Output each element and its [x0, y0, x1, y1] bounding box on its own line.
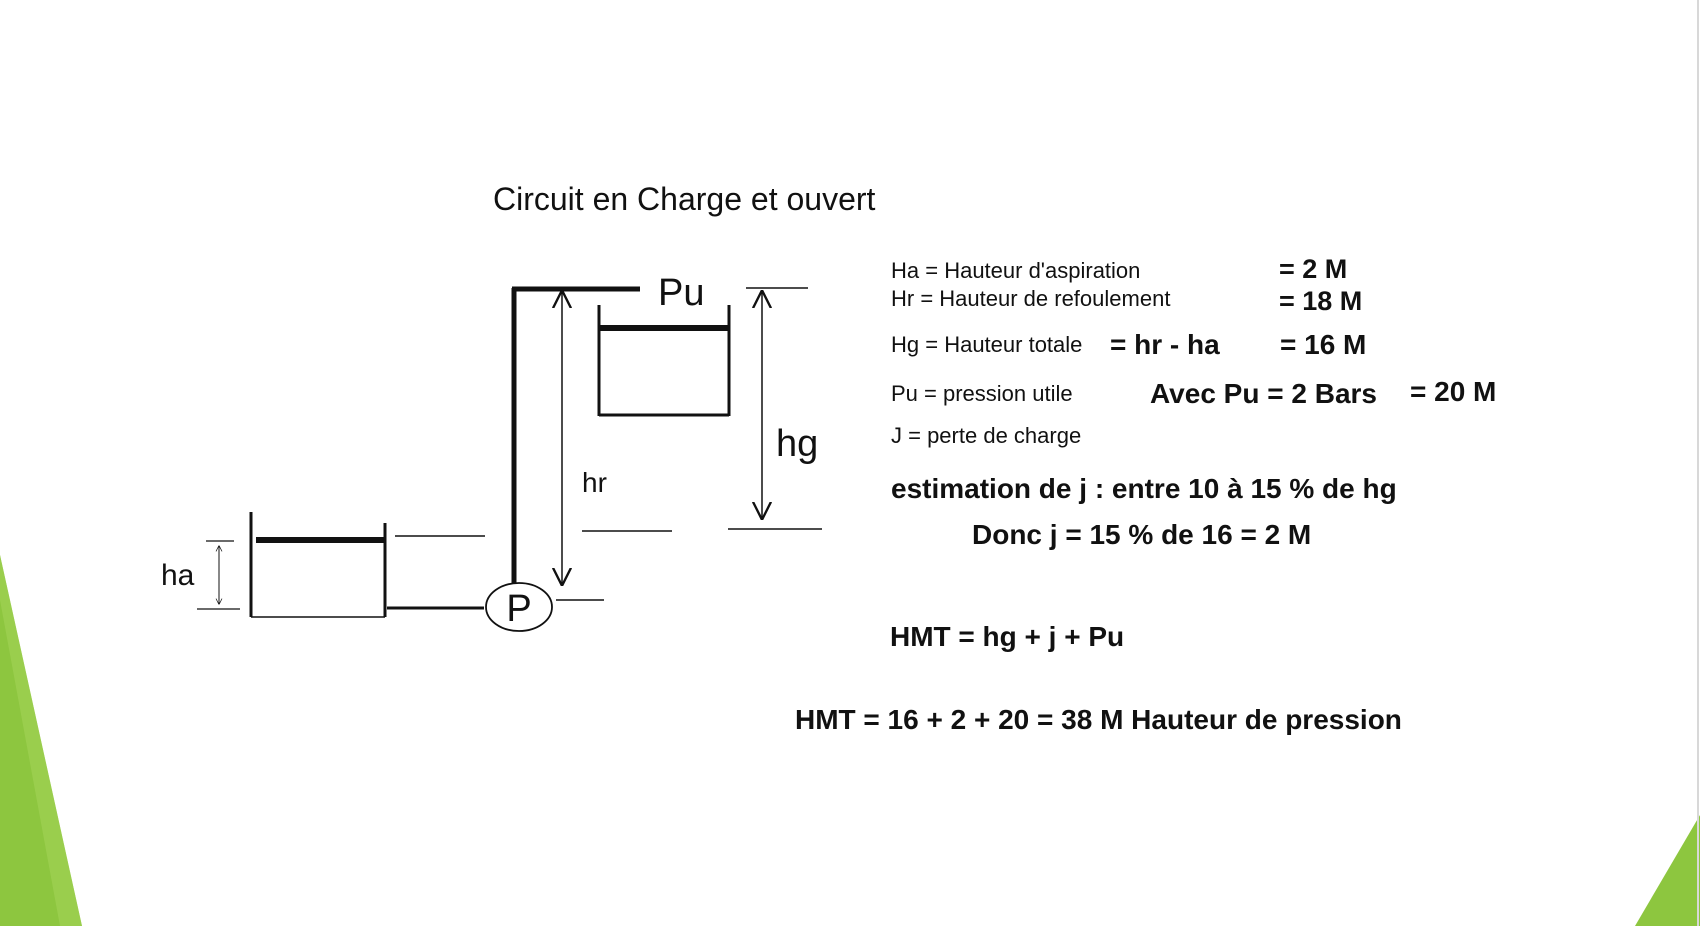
left-green-triangle-shade — [0, 555, 82, 926]
def-pu-formula: Avec Pu = 2 Bars — [1150, 378, 1377, 409]
pump-body — [485, 582, 553, 632]
def-ha-value: = 2 M — [1279, 254, 1348, 284]
hr-label: hr — [582, 467, 607, 498]
def-hr-label: Hr = Hauteur de refoulement — [891, 286, 1171, 311]
def-ha-label: Ha = Hauteur d'aspiration — [891, 258, 1141, 283]
donc-line: Donc j = 15 % de 16 = 2 M — [972, 519, 1312, 550]
ha-label: ha — [161, 559, 195, 592]
def-j-label: J = perte de charge — [891, 423, 1082, 448]
def-hg-label: Hg = Hauteur totale — [891, 332, 1083, 357]
ha-dimension — [197, 540, 240, 610]
pump-label: P — [506, 588, 531, 630]
def-pu-value: = 20 M — [1410, 376, 1497, 407]
def-hg-formula: = hr - ha — [1110, 329, 1220, 360]
page-title: Circuit en Charge et ouvert — [493, 181, 876, 217]
hmt-result: HMT = 16 + 2 + 20 = 38 M Hauteur de pres… — [795, 704, 1402, 735]
hmt-formula: HMT = hg + j + Pu — [890, 621, 1125, 652]
def-hr-value: = 18 M — [1279, 286, 1363, 316]
discharge-pipe — [511, 286, 640, 583]
pu-label: Pu — [658, 272, 704, 314]
pump: P — [485, 582, 553, 632]
right-green-triangle — [1635, 815, 1700, 926]
estimation-line: estimation de j : entre 10 à 15 % de hg — [891, 473, 1397, 504]
suction-tank — [249, 512, 387, 618]
discharge-tank — [597, 305, 731, 417]
def-hg-value: = 16 M — [1280, 329, 1367, 360]
def-pu-label: Pu = pression utile — [891, 381, 1073, 406]
hg-label: hg — [776, 423, 818, 465]
